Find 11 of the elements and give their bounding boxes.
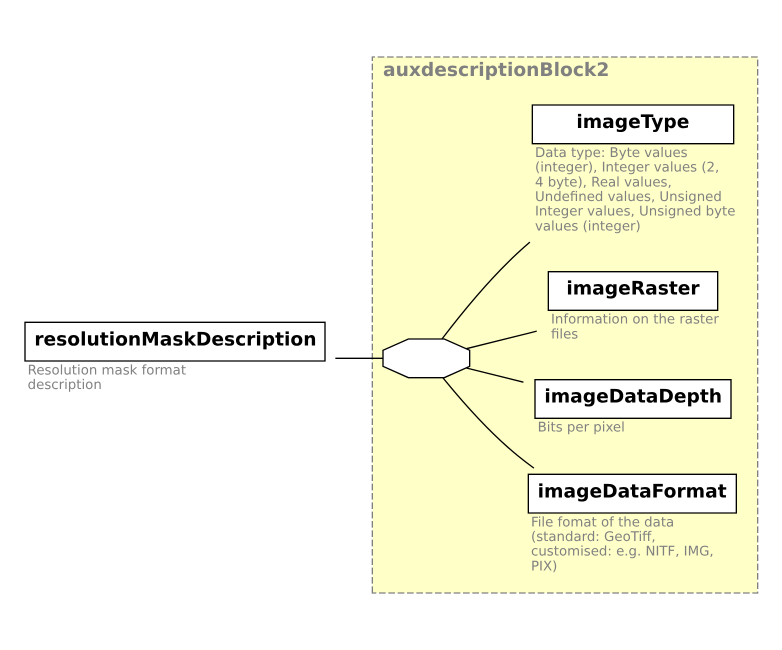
connector: [466, 330, 537, 350]
connector: [442, 242, 530, 340]
connector: [442, 377, 534, 469]
node-label: Resolution mask format description: [28, 363, 186, 393]
connector: [466, 367, 524, 383]
node-label: Bits per pixel: [538, 420, 625, 436]
connector: [335, 358, 383, 359]
node-label: Data type: Byte values (integer), Integer values (2, 4 byte), Real values, Undefined values, Unsigned Integer values, Unsigned byte values (integer): [535, 146, 736, 234]
node-label: Information on the raster files: [551, 312, 719, 342]
node-octagon: [382, 338, 470, 378]
node-label: File fomat of the data (standard: GeoTiff, customised: e.g. NITF, IMG, PIX): [531, 515, 714, 574]
